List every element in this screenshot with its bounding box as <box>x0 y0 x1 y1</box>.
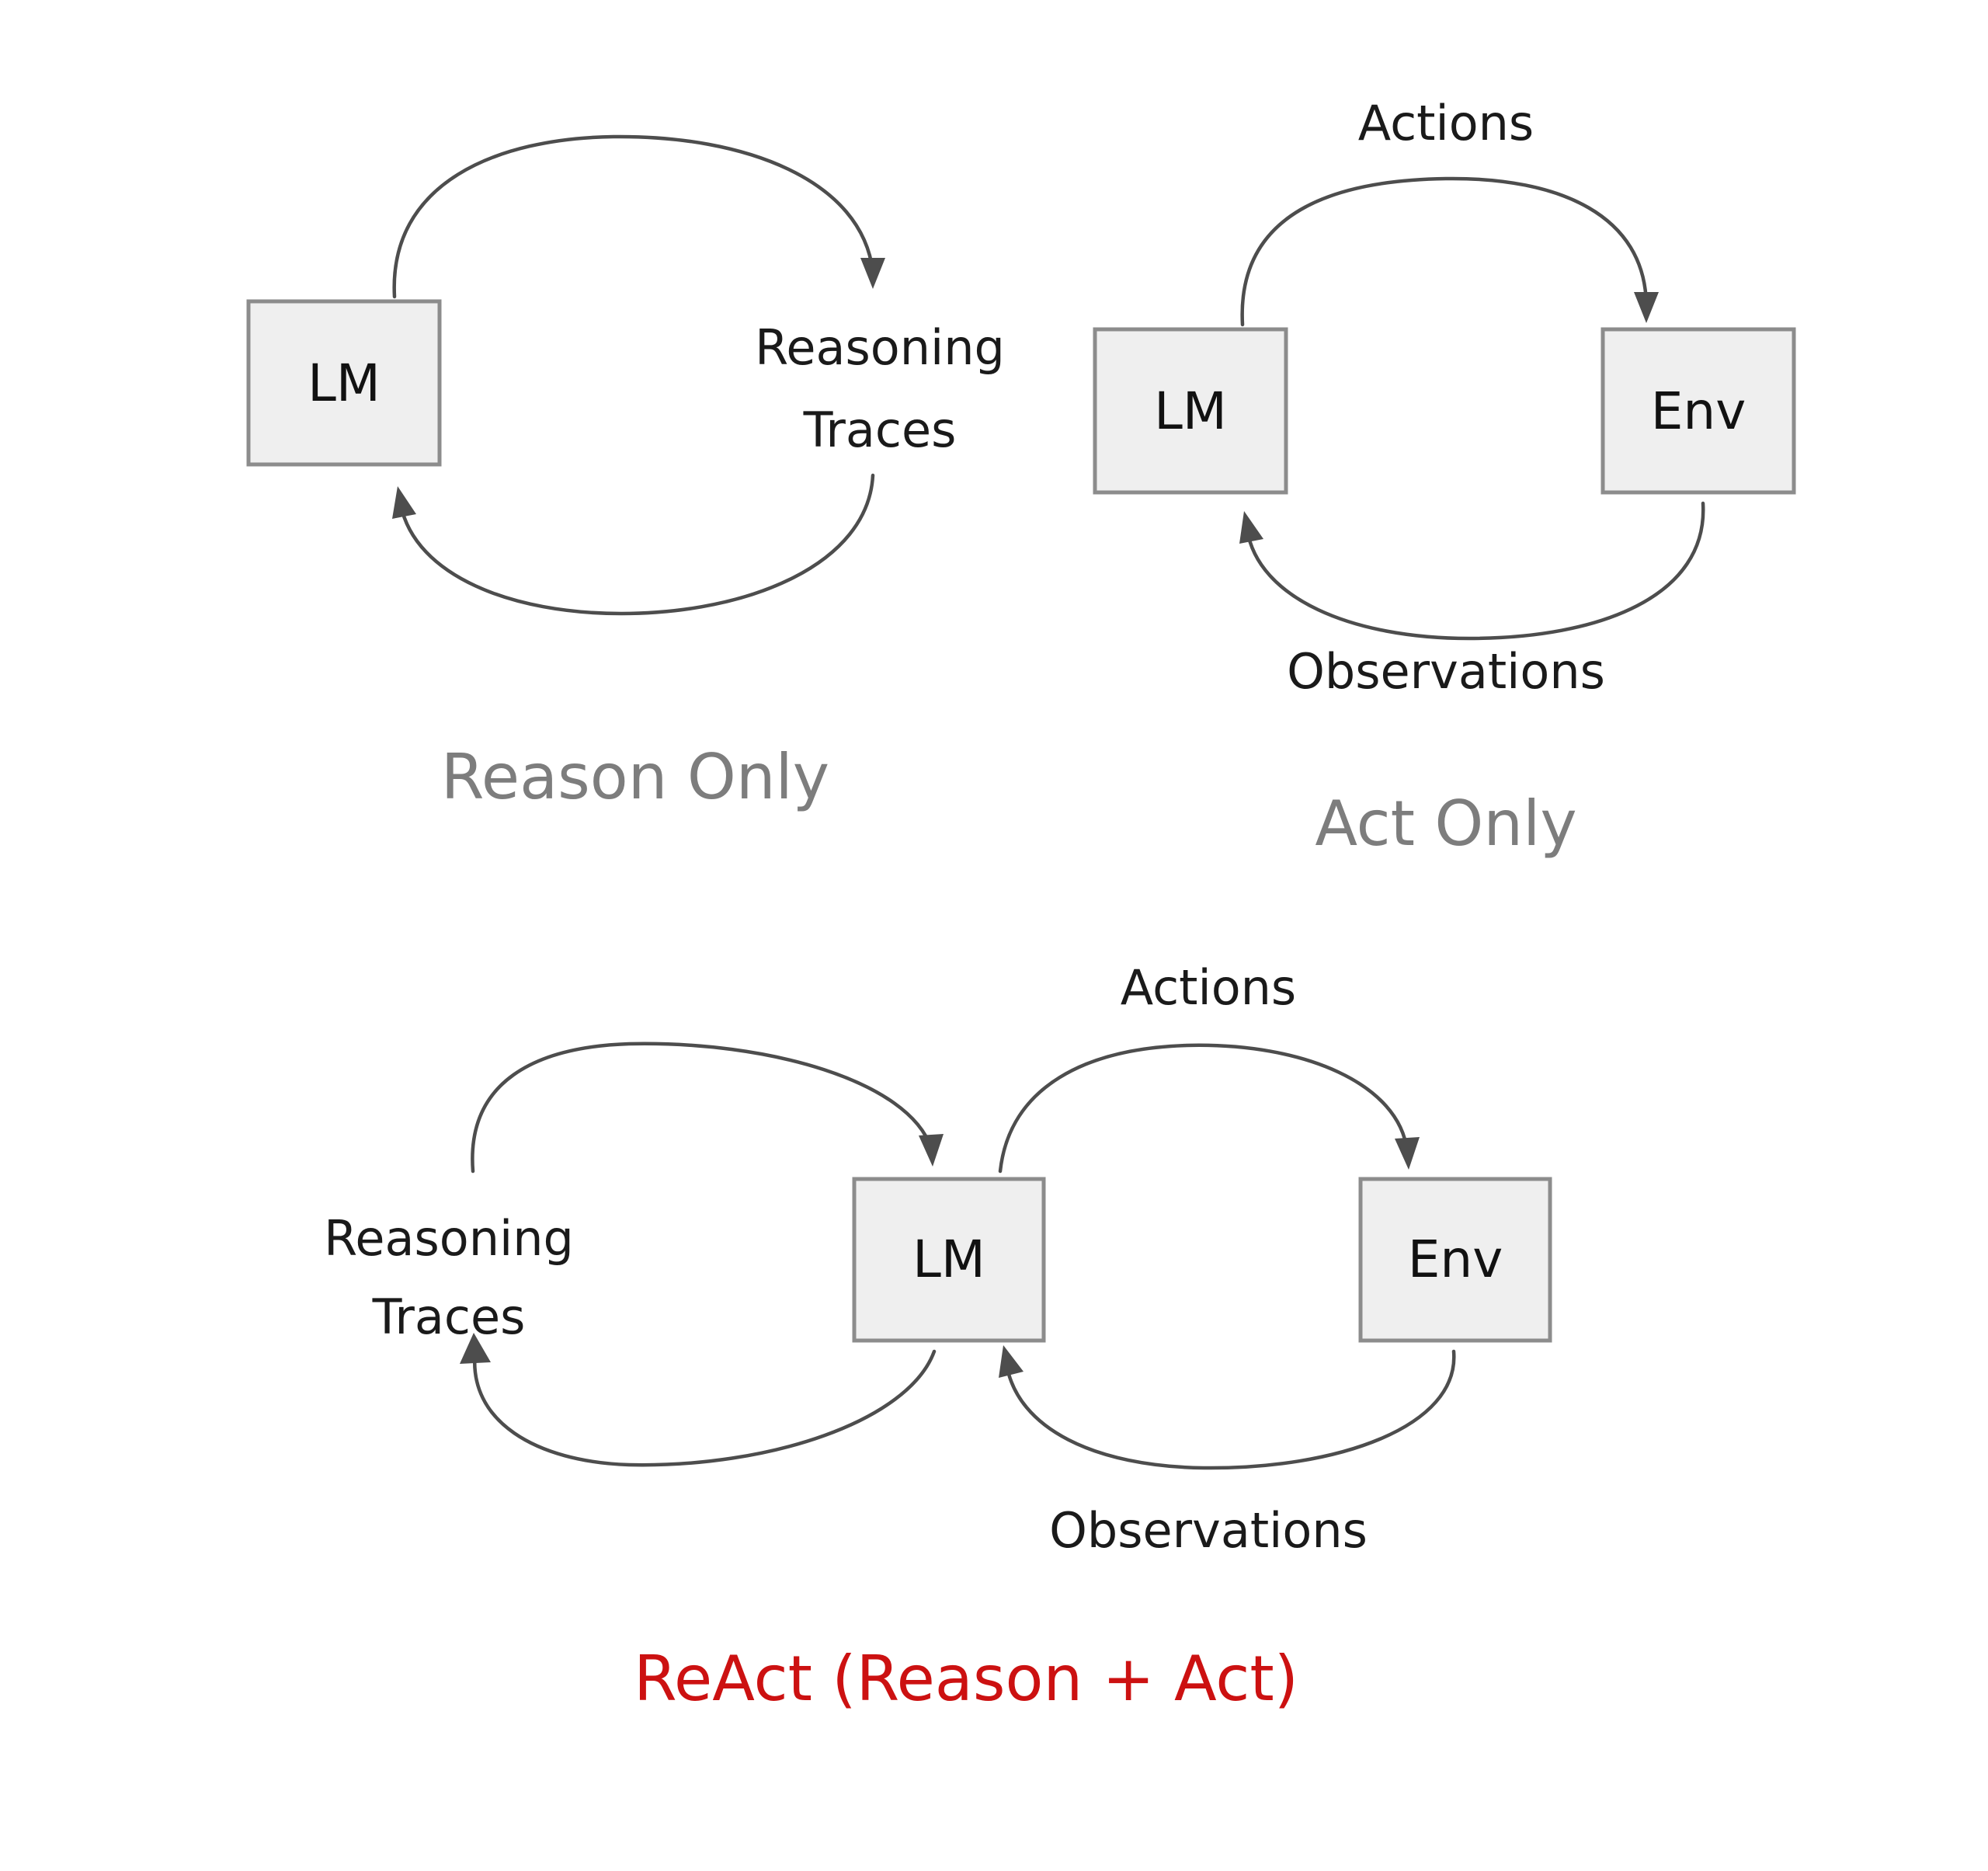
edge-label-reasoning-react-line1: Reasoning <box>324 1210 574 1267</box>
node-box-env-react <box>1358 1177 1552 1343</box>
node-label-env-react: Env <box>1408 1229 1503 1289</box>
node-box-lm-act-only <box>1093 327 1288 495</box>
edge-reasoning-traces-incoming <box>398 473 875 616</box>
edge-label-actions-act-only: Actions <box>1358 95 1534 151</box>
node-label-lm-react: LM <box>912 1229 985 1289</box>
panel-act-only: LM Env Actions Observations Act Only <box>1093 95 1796 860</box>
panel-caption-react: ReAct (Reason + Act) <box>634 1643 1298 1715</box>
panel-caption-act-only: Act Only <box>1315 788 1576 860</box>
edge-label-reasoning-react-line2: Traces <box>372 1288 526 1345</box>
edge-reasoning-traces-outgoing <box>392 134 875 299</box>
edge-observations-react <box>1004 1349 1456 1470</box>
node-box-lm-react <box>852 1177 1046 1343</box>
arrowhead-reasoning-out <box>860 258 885 289</box>
arrowhead-observations-react <box>999 1345 1024 1378</box>
edge-actions-react <box>998 1043 1409 1174</box>
arrowhead-actions-react <box>1395 1137 1420 1170</box>
panel-react: LM Env Reasoning Traces Actions Observat… <box>324 959 1552 1715</box>
arrowhead-observations-act-only <box>1239 511 1263 544</box>
node-box-env-act-only <box>1600 327 1796 495</box>
node-label-lm-act-only: LM <box>1154 381 1227 441</box>
edge-actions-act-only <box>1240 176 1649 327</box>
arrowhead-reasoning-in <box>392 486 416 519</box>
edge-label-reasoning-line2: Traces <box>803 402 957 458</box>
node-label-lm-reason-only: LM <box>308 353 381 413</box>
edge-reasoning-traces-react-incoming <box>472 1349 937 1467</box>
edge-label-reasoning-line1: Reasoning <box>755 319 1005 376</box>
arrowhead-reasoning-react-out <box>460 1333 491 1364</box>
panel-caption-reason-only: Reason Only <box>441 741 829 813</box>
edge-reasoning-traces-react-outgoing <box>471 1042 933 1174</box>
edge-observations-act-only <box>1245 501 1705 641</box>
arrowhead-actions-act-only <box>1634 292 1659 323</box>
arrowhead-reasoning-react-in <box>919 1134 944 1167</box>
panel-reason-only: LM Reasoning Traces Reason Only <box>246 134 1005 813</box>
edge-label-observations-act-only: Observations <box>1287 643 1605 700</box>
node-label-env-act-only: Env <box>1651 381 1746 441</box>
edge-label-observations-react: Observations <box>1049 1502 1368 1559</box>
edge-label-actions-react: Actions <box>1121 959 1296 1016</box>
node-box-lm-reason-only <box>246 299 442 467</box>
